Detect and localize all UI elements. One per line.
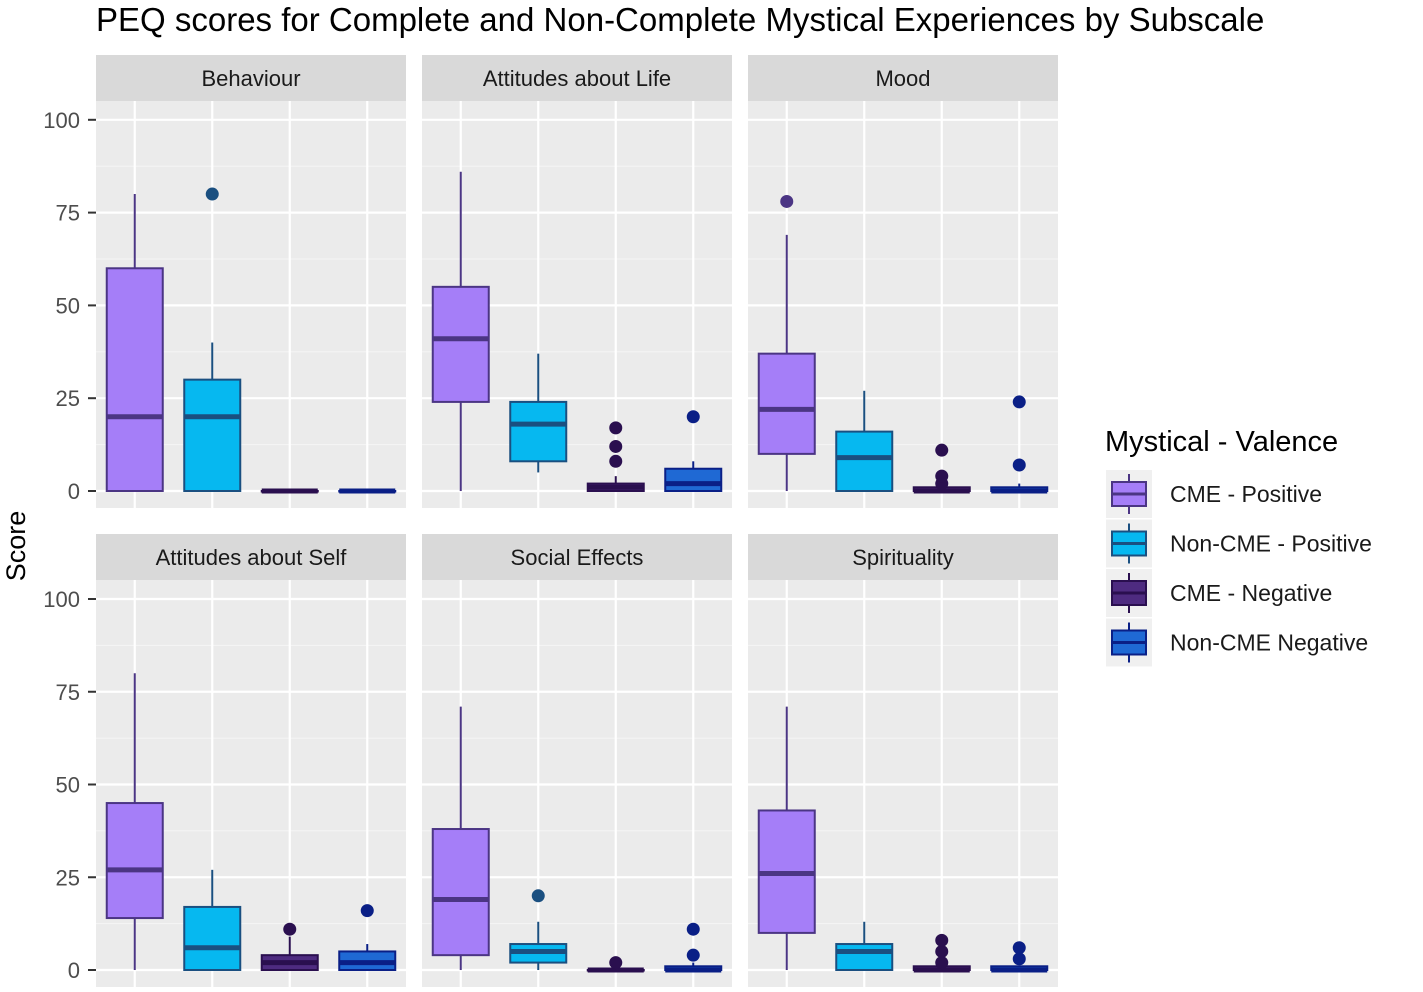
facet-strip-label: Attitudes about Life — [483, 66, 671, 91]
box-2 — [586, 956, 645, 973]
box-3 — [338, 488, 397, 494]
y-axis-title: Score — [1, 511, 31, 582]
legend-title: Mystical - Valence — [1105, 426, 1338, 458]
y-tick-label: 50 — [56, 773, 80, 798]
box-body — [431, 285, 490, 403]
outlier-point — [935, 469, 949, 483]
legend-label: Non-CME Negative — [1170, 630, 1368, 656]
box-3 — [990, 395, 1049, 494]
chart-title: PEQ scores for Complete and Non-Complete… — [96, 1, 1264, 38]
box-3 — [664, 922, 723, 973]
facet-strip — [748, 55, 1058, 101]
facet-panels: Behaviour 0 25 50 75 100 Attitudes about Life M… — [43, 55, 1058, 987]
outlier-point — [360, 904, 374, 918]
box-body — [183, 378, 242, 493]
box-2 — [912, 443, 971, 494]
legend-entry: Non-CME - Positive — [1106, 519, 1372, 568]
box-0 — [431, 171, 490, 491]
facet-strip — [96, 55, 406, 101]
y-tick-label: 25 — [56, 386, 80, 411]
outlier-point — [686, 410, 700, 424]
facet-panel: Attitudes about Self 0 25 50 75 100 — [43, 534, 406, 987]
outlier-point — [686, 922, 700, 936]
box-body — [431, 828, 490, 957]
y-tick-label: 50 — [56, 293, 80, 318]
y-tick-label: 0 — [68, 479, 80, 504]
box-body — [835, 943, 894, 972]
outlier-point — [205, 187, 219, 201]
outlier-point — [935, 443, 949, 457]
outlier-point — [283, 922, 297, 936]
box-body — [835, 430, 894, 492]
outlier-point — [780, 194, 794, 208]
outlier-point — [1012, 941, 1026, 955]
box-1 — [835, 390, 894, 492]
legend-label: CME - Negative — [1170, 580, 1332, 606]
outlier-point — [609, 454, 623, 468]
facet-strip-label: Social Effects — [511, 545, 644, 570]
facet-panel: Mood — [748, 55, 1058, 508]
facet-strip — [96, 534, 406, 580]
outlier-point — [1012, 952, 1026, 966]
box-body — [105, 267, 164, 492]
legend-entry: CME - Positive — [1106, 470, 1322, 518]
outlier-point — [531, 889, 545, 903]
outlier-point — [686, 948, 700, 962]
y-tick-label: 75 — [56, 201, 80, 226]
y-tick-label: 0 — [68, 958, 80, 983]
facet-panel: Social Effects — [422, 534, 732, 987]
box-2 — [586, 421, 645, 492]
box-1 — [509, 353, 568, 473]
box-body — [105, 802, 164, 920]
facet-strip — [748, 534, 1058, 580]
box-0 — [431, 706, 490, 970]
facet-strip-label: Mood — [875, 66, 930, 91]
box-1 — [835, 921, 894, 972]
box-1 — [183, 869, 242, 971]
outlier-point — [1012, 458, 1026, 472]
box-0 — [105, 194, 164, 492]
box-0 — [105, 673, 164, 970]
box-3 — [990, 941, 1049, 973]
box-body — [183, 905, 242, 971]
outlier-point — [609, 439, 623, 453]
outlier-point — [609, 421, 623, 435]
y-tick-label: 75 — [56, 680, 80, 705]
facet-strip — [422, 534, 732, 580]
outlier-point — [1012, 395, 1026, 409]
legend-label: Non-CME - Positive — [1170, 531, 1372, 557]
outlier-point — [935, 933, 949, 947]
y-tick-label: 100 — [43, 587, 80, 612]
legend-entry: Non-CME Negative — [1106, 618, 1368, 667]
box-body — [757, 352, 816, 455]
box-3 — [664, 410, 723, 492]
outlier-point — [935, 956, 949, 970]
box-0 — [757, 706, 816, 970]
facet-panel: Spirituality — [748, 534, 1058, 987]
box-2 — [260, 488, 319, 494]
y-tick-label: 100 — [43, 108, 80, 133]
box-2 — [912, 933, 971, 973]
facet-panel: Behaviour 0 25 50 75 100 — [43, 55, 406, 508]
legend-entry: CME - Negative — [1106, 569, 1332, 617]
box-1 — [509, 889, 568, 970]
legend-label: CME - Positive — [1170, 481, 1322, 507]
facet-panel: Attitudes about Life — [422, 55, 732, 508]
facet-strip — [422, 55, 732, 101]
y-tick-label: 25 — [56, 865, 80, 890]
box-body — [664, 467, 723, 492]
box-2 — [260, 922, 319, 971]
facet-strip-label: Behaviour — [201, 66, 300, 91]
box-body — [509, 400, 568, 463]
box-0 — [757, 194, 816, 491]
box-1 — [183, 187, 242, 493]
legend: Mystical - Valence CME - PositiveNon-CME… — [1105, 426, 1372, 667]
box-3 — [338, 904, 397, 972]
outlier-point — [935, 944, 949, 958]
outlier-point — [609, 956, 623, 970]
facet-strip-label: Spirituality — [852, 545, 953, 570]
facet-strip-label: Attitudes about Self — [156, 545, 348, 570]
